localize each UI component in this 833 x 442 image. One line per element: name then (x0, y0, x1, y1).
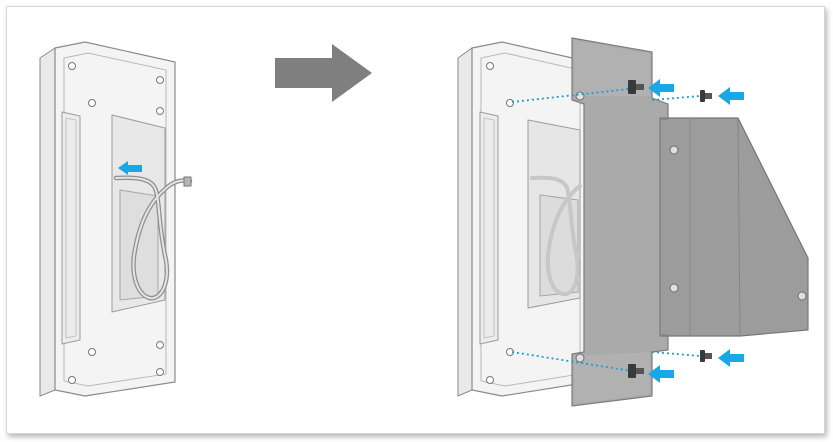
mounting-bracket (571, 37, 809, 407)
left-arrow-icon (718, 87, 744, 105)
bracket-hole-icon (669, 145, 679, 155)
screw-hole-icon (88, 348, 96, 356)
screw-hole-icon (486, 62, 494, 70)
screw-hole-icon (88, 99, 96, 107)
screw-hole-icon (156, 76, 164, 84)
bracket-hole-icon (575, 91, 585, 101)
screw-hole-icon (156, 341, 164, 349)
screw-icon (700, 90, 712, 102)
bracket-hole-icon (575, 353, 585, 363)
alignment-guides (511, 87, 701, 373)
screw-hole-icon (486, 376, 494, 384)
screw-hole-icon (68, 62, 76, 70)
screw-hole-icon (156, 107, 164, 115)
left-arrow-icon (648, 79, 674, 97)
left-arrow-icon (718, 349, 744, 367)
left-arrow-icon (118, 161, 142, 175)
left-arrow-icon (648, 365, 674, 383)
insert-arrows (648, 79, 744, 383)
screw-icon (628, 80, 644, 94)
screw-icon (628, 364, 644, 378)
device-left (39, 41, 176, 397)
right-arrow-icon (275, 44, 372, 102)
bracket-hole-icon (669, 283, 679, 293)
device-right (457, 41, 591, 397)
screws (628, 80, 712, 378)
screw-icon (700, 350, 712, 362)
cable-loop (113, 175, 193, 301)
screw-hole-icon (68, 376, 76, 384)
screw-hole-icon (506, 99, 514, 107)
screw-hole-icon (156, 368, 164, 376)
bracket-hole-icon (797, 291, 807, 301)
cable-connector-icon (183, 176, 192, 187)
